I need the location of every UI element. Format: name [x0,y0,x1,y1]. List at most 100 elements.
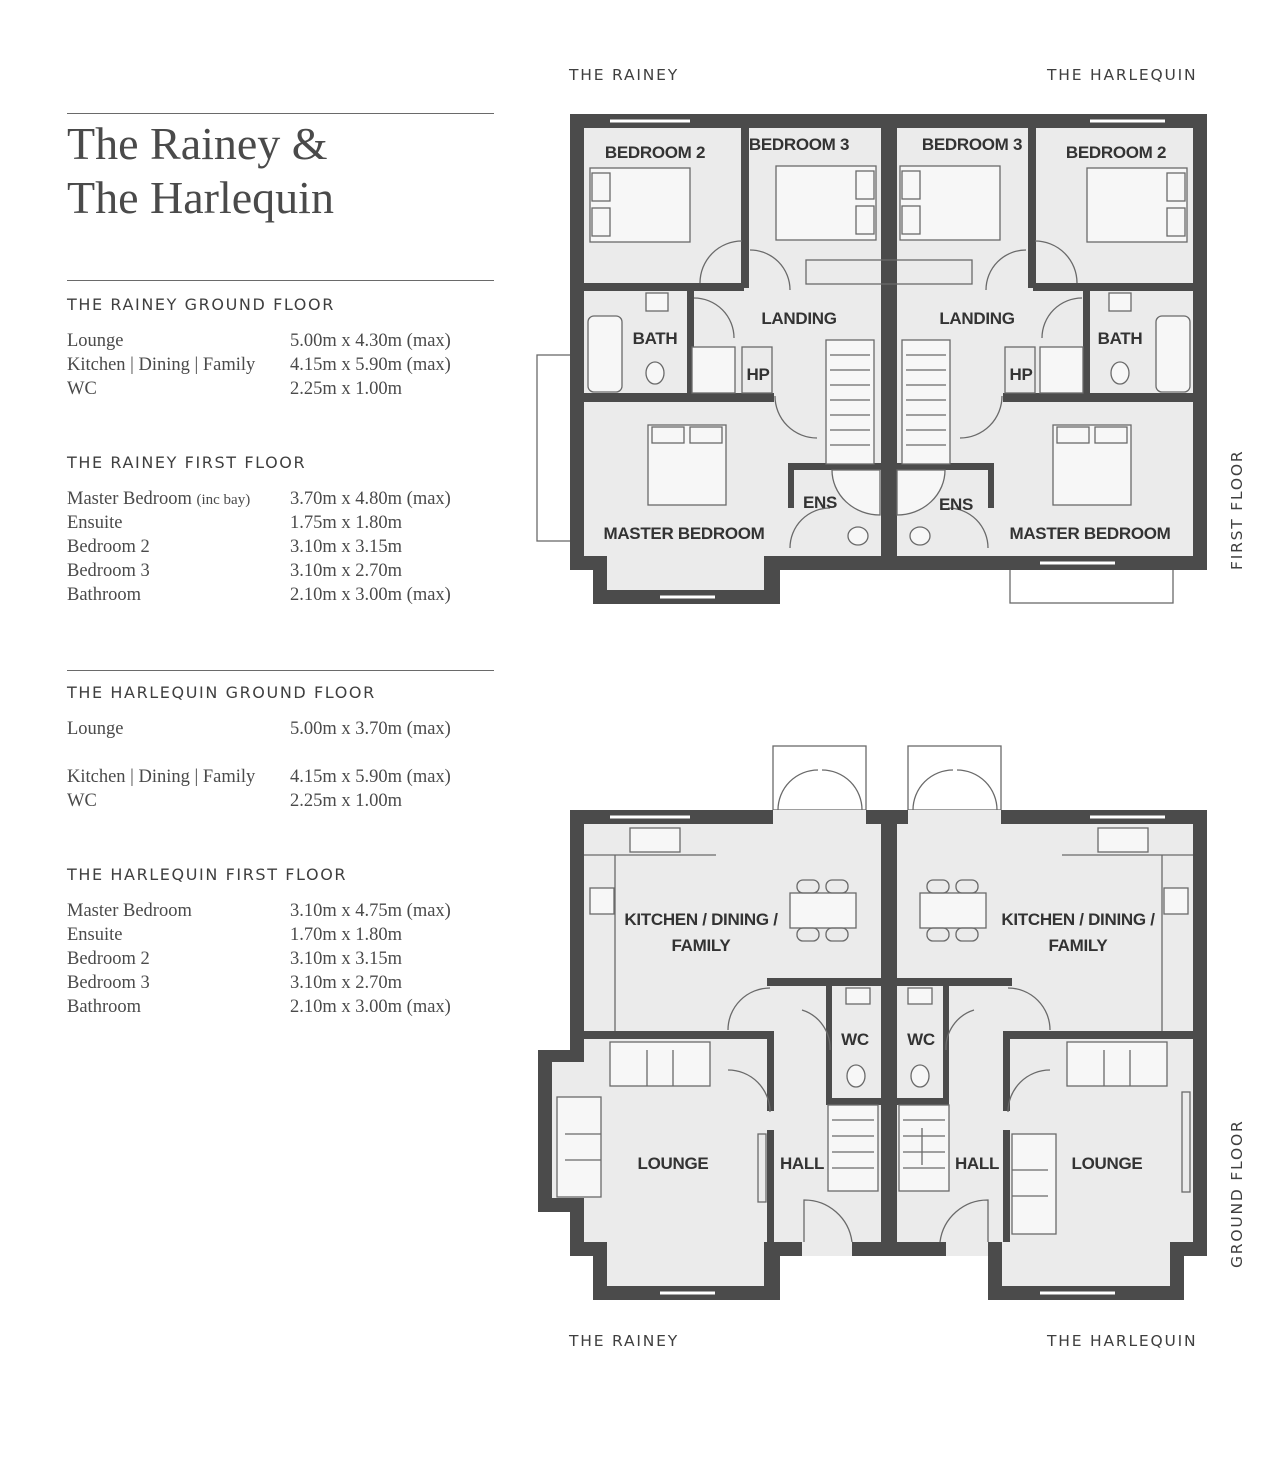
room-label-master: MASTER BEDROOM [1009,524,1170,543]
wall [584,283,744,291]
room-label-lounge: LOUNGE [638,1154,709,1173]
spec-dim: 3.10m x 3.15m [290,537,403,557]
door-swing [945,1009,975,1051]
harlequin-first-floor-stairs [901,339,951,465]
room-label-landing: LANDING [939,309,1014,328]
door-swing [749,249,791,291]
rear-doors-outline [907,745,1002,811]
door-swing [789,507,831,549]
room-label-bedroom3: BEDROOM 3 [922,135,1022,154]
room-label-hp: HP [1009,365,1032,384]
wall [538,1128,552,1156]
room-label-landing: LANDING [761,309,836,328]
rainey-first-floor-stairs [825,339,875,465]
shower-icon [896,469,946,516]
wall [1003,393,1193,402]
shower-icon [831,469,881,516]
harlequin-first-floor-heading: THE HARLEQUIN FIRST FLOOR [67,865,348,884]
first-floor-plan: BEDROOM 2 BEDROOM 3 BEDROOM 3 BEDROOM 2 … [536,114,1207,604]
door-swing [959,395,1003,439]
toilet-icon [910,1064,930,1088]
harlequin-ground-floor-heading: THE HARLEQUIN GROUND FLOOR [67,683,376,702]
door-swing [1041,297,1083,339]
toilet-icon [1110,361,1130,385]
tv-unit [1181,1091,1191,1193]
bed-icon [589,167,691,243]
room-label-kitchen: KITCHEN / DINING / [1001,910,1155,929]
door-swing [699,240,743,284]
wall [826,1098,881,1105]
spec-dim: 3.10m x 4.75m (max) [290,901,451,921]
spec-room: Master Bedroom [67,901,192,921]
title-top-rule [67,113,494,114]
wall [1003,1031,1010,1111]
spec-room: Bedroom 3 [67,973,150,993]
spec-row: Master Bedroom 3.10m x 4.75m (max) [67,899,497,923]
spec-row: Ensuite 1.70m x 1.80m [67,923,497,947]
hob-icon [1163,887,1189,915]
spec-room: Ensuite [67,925,123,945]
section-divider-rule [67,670,494,671]
hp-cupboard [1004,346,1036,394]
french-door-swing [912,769,998,811]
wall [741,128,749,288]
room-label-bedroom2: BEDROOM 2 [1066,143,1166,162]
room-label-bedroom2: BEDROOM 2 [605,143,705,162]
hp-cupboard [741,346,773,394]
spec-dim: 2.10m x 3.00m (max) [290,585,451,605]
bathtub-icon [1155,315,1191,393]
room-label-wc: WC [907,1030,935,1049]
sofa-icon [556,1096,602,1198]
wardrobe [805,259,973,285]
room-label-hall: HALL [955,1154,999,1173]
bed-icon [899,165,1001,241]
rainey-ground-floor-stairs [827,1104,879,1192]
wall [584,1031,774,1039]
harlequin-porch-outline [1009,567,1174,604]
door-swing [1007,1069,1051,1113]
door-swing [693,297,735,339]
front-door-swing [803,1199,853,1243]
bed-icon [1086,167,1188,243]
door-swing [1007,987,1051,1031]
spec-dim: 1.75m x 1.80m [290,513,403,533]
bed-icon [647,424,727,506]
spec-dim: 2.25m x 1.00m [290,379,403,399]
basin-icon [1108,292,1132,312]
wall [897,1098,949,1105]
toilet-icon [846,1064,866,1088]
spec-room: Bedroom 2 [67,537,150,557]
room-label-hp: HP [746,365,769,384]
spec-dim: 5.00m x 4.30m (max) [290,331,451,351]
wall [1083,291,1090,393]
toilet-icon [909,526,931,546]
door-swing [727,1069,771,1113]
door-swing [774,395,818,439]
wall [767,1130,774,1242]
spec-dim: 3.10m x 2.70m [290,561,403,581]
sink-icon [629,827,681,853]
wall [990,1242,1002,1256]
dining-table-icon [789,879,857,942]
wall [788,463,881,470]
front-door-swing [939,1199,989,1243]
wall [988,463,994,508]
room-label-kitchen: KITCHEN / DINING / [624,910,778,929]
sink-icon [1097,827,1149,853]
spec-room-note: (inc bay) [196,492,251,508]
door-swing [727,987,771,1031]
first-floor-rear-wall [780,556,1207,570]
spec-dim: 3.10m x 2.70m [290,973,403,993]
page-title: The Rainey & The Harlequin [67,117,334,225]
room-label-ens: ENS [803,493,837,512]
spec-dim: 1.70m x 1.80m [290,925,403,945]
wall [1003,1031,1193,1039]
room-label-hall: HALL [780,1154,824,1173]
bed-icon [775,165,877,241]
